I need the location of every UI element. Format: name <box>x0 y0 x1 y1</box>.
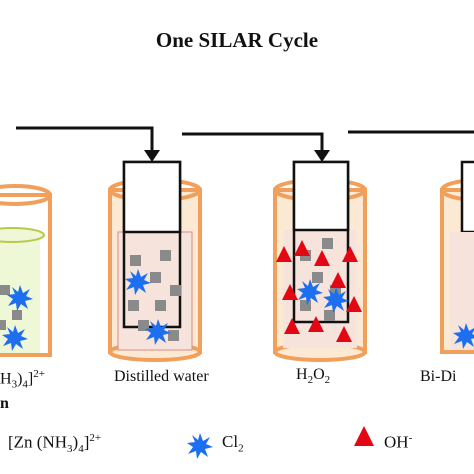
beaker-h2o2 <box>273 160 367 362</box>
beaker-distilled-water <box>108 160 202 362</box>
legend-zn-label: [Zn (NH3)4]2+ <box>8 432 102 456</box>
beaker-label-zn-complex: H3)4]2+ <box>0 368 45 391</box>
beaker-bi-distilled <box>440 160 474 354</box>
legend-oh-icon <box>354 426 374 446</box>
legend-cl-label: Cl2 <box>222 432 244 455</box>
beaker-label-h2o2: H2O2 <box>296 366 331 387</box>
legend-oh-label: OH- <box>384 432 413 452</box>
beaker-label-bi-distilled: Bi-Di <box>420 368 457 385</box>
beaker-zn-complex <box>0 184 52 357</box>
diagram-title: One SILAR Cycle <box>155 28 319 52</box>
legend-cl-icon <box>187 433 213 459</box>
transfer-arrow-1 <box>16 126 160 162</box>
beaker-label-distilled-water: Distilled water <box>114 368 209 385</box>
transfer-arrow-2 <box>182 132 330 162</box>
beaker-label-zn-line2: n <box>0 395 9 412</box>
